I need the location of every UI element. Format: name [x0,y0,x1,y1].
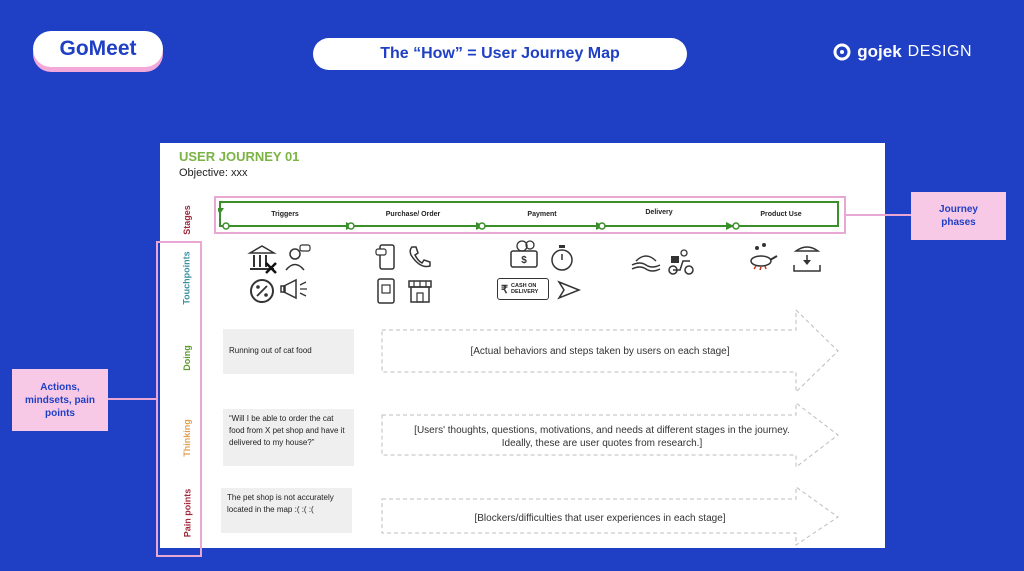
thinking-note: “Will I be able to order the cat food fr… [223,409,354,466]
stage-flow-arrow [218,201,839,230]
actions-callout: Actions, mindsets, pain points [12,369,108,431]
stopwatch-icon [551,245,573,271]
stage-purchase-order: Purchase/ Order [385,211,441,218]
pain-points-description: [Blockers/difficulties that user experie… [474,513,726,524]
food-bowl-icon [793,246,821,272]
stage-delivery: Delivery [645,209,673,216]
stage-triggers: Triggers [271,211,299,218]
support-agent-icon [285,244,311,271]
brand-suffix: DESIGN [907,43,972,60]
gojek-design-logo: gojek DESIGN [833,41,972,63]
send-icon [557,280,582,300]
storefront-icon [408,280,432,303]
mobile-app-icon [377,278,395,304]
pain-points-note: The pet shop is not accurately located i… [221,488,352,533]
discount-icon [250,279,274,303]
thinking-dashed-arrow [381,401,839,469]
journey-map-card: USER JOURNEY 01 Objective: xxx Stages To… [160,143,885,548]
doing-description: [Actual behaviors and steps taken by use… [470,346,730,357]
cooking-pan-icon [750,243,778,271]
stage-product-use: Product Use [760,211,802,218]
thinking-description: [Users' thoughts, questions, motivations… [414,425,790,449]
phone-call-icon [409,246,431,268]
doing-note: Running out of cat food [223,329,354,374]
row-label-stages: Stages [182,205,193,235]
stages-highlight [214,196,846,234]
brand-name: gojek [857,42,902,61]
page-title: The “How” = User Journey Map [313,38,687,70]
journey-title: USER JOURNEY 01 [179,149,300,164]
logo-text: GoMeet [59,37,137,60]
page-title-text: The “How” = User Journey Map [380,45,620,62]
cash-on-delivery-icon: ₹ CASH ON DELIVERY [497,278,549,300]
megaphone-icon [280,278,307,300]
chat-phone-icon [375,244,395,270]
actions-connector [108,398,156,400]
gomeet-logo: GoMeet [33,31,163,67]
journey-phases-callout: Journey phases [911,192,1006,240]
journey-phases-connector [846,214,911,216]
bank-icon [247,245,277,274]
pain-points-dashed-arrow [381,486,839,546]
svg-text:$: $ [521,255,527,266]
delivery-scooter-icon [668,249,694,275]
gojek-icon [833,43,851,61]
stage-payment: Payment [527,211,557,218]
rows-highlight [156,241,202,557]
cash-on-delivery-label: CASH ON DELIVERY [511,283,539,295]
journey-objective: Objective: xxx [179,167,248,179]
cash-icon: $ [510,240,538,268]
landscape-icon [631,255,661,272]
